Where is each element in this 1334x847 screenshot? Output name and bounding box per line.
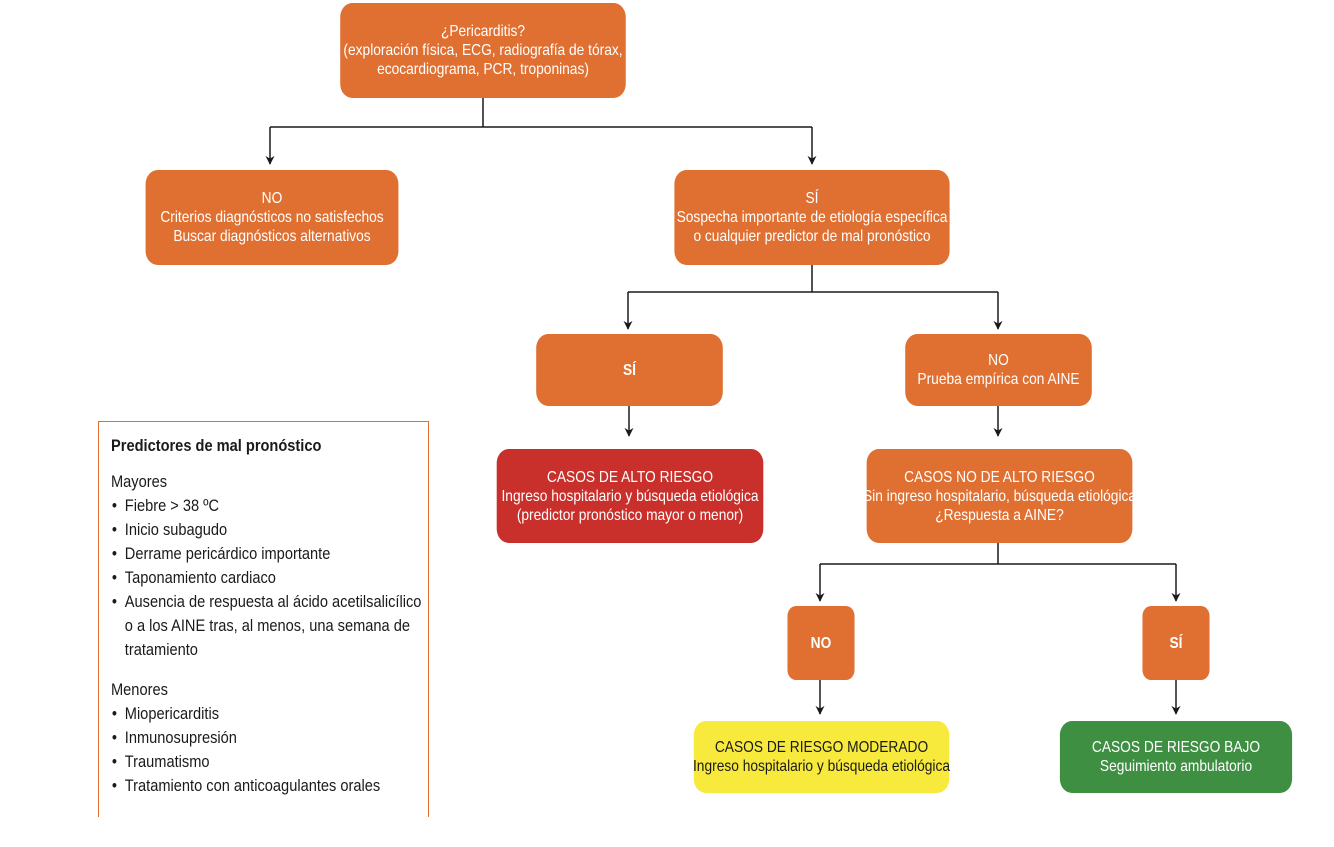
connector-respuesta [820, 543, 1176, 565]
node-text: ecocardiograma, PCR, troponinas) [377, 61, 589, 78]
node-text: CASOS NO DE ALTO RIESGO [904, 468, 1095, 486]
node-text: CASOS DE RIESGO MODERADO [714, 739, 929, 756]
node-text: CASOS DE ALTO RIESGO [546, 468, 714, 486]
node-si-respuesta: SÍ [1142, 606, 1210, 680]
node-text: SÍ [1169, 634, 1183, 652]
list-item: Inicio subagudo [111, 518, 428, 542]
node-text: Ingreso hospitalario y búsqueda etiológi… [692, 758, 951, 775]
node-text: Buscar diagnósticos alternativos [173, 228, 371, 245]
node-text: Sin ingreso hospitalario, búsqueda etiol… [862, 487, 1137, 505]
predictors-legend: Predictores de mal pronóstico Mayores Fi… [98, 421, 429, 817]
node-no-predictor: NO Prueba empírica con AINE [905, 334, 1092, 406]
node-no-respuesta: NO [787, 606, 855, 680]
node-text: Criterios diagnósticos no satisfechos [160, 209, 384, 226]
node-text: Sospecha importante de etiología específ… [676, 209, 948, 226]
list-item: Miopericarditis [111, 702, 428, 726]
connector-root [270, 98, 812, 128]
list-item: Taponamiento cardiaco [111, 566, 428, 590]
list-item: Ausencia de respuesta al ácido acetilsal… [111, 590, 428, 662]
node-text: Ingreso hospitalario y búsqueda etiológi… [501, 487, 759, 505]
node-text: NO [261, 190, 283, 207]
node-text: SÍ [805, 190, 819, 207]
node-si-predictor: SÍ [536, 334, 723, 406]
list-item: Fiebre > 38 ºC [111, 494, 428, 518]
legend-title: Predictores de mal pronóstico [111, 436, 322, 455]
node-riesgo-bajo: CASOS DE RIESGO BAJO Seguimiento ambulat… [1059, 721, 1293, 793]
legend-mayores-label: Mayores [111, 472, 168, 491]
list-item: Inmunosupresión [111, 726, 428, 750]
node-alto-riesgo: CASOS DE ALTO RIESGO Ingreso hospitalari… [496, 449, 764, 543]
node-text: NO [988, 352, 1009, 369]
list-item: Traumatismo [111, 750, 428, 774]
node-text: (predictor pronóstico mayor o menor) [516, 506, 744, 524]
legend-spacer [111, 662, 428, 678]
node-text: SÍ [622, 361, 637, 379]
legend-menores-list: Miopericarditis Inmunosupresión Traumati… [111, 702, 428, 798]
node-no-pericarditis: NO Criterios diagnósticos no satisfechos… [145, 170, 399, 265]
node-si-pericarditis: SÍ Sospecha importante de etiología espe… [674, 170, 950, 265]
list-item: Derrame pericárdico importante [111, 542, 428, 566]
list-item: Tratamiento con anticoagulantes orales [111, 774, 428, 798]
node-text: (exploración física, ECG, radiografía de… [343, 42, 623, 59]
node-text: ¿Pericarditis? [440, 23, 526, 40]
node-pericarditis-question: ¿Pericarditis? (exploración física, ECG,… [340, 3, 626, 98]
legend-menores-label: Menores [111, 680, 168, 699]
node-text: CASOS DE RIESGO BAJO [1091, 739, 1261, 756]
node-text: o cualquier predictor de mal pronóstico [693, 228, 931, 245]
node-text: Prueba empírica con AINE [917, 371, 1080, 388]
node-riesgo-moderado: CASOS DE RIESGO MODERADO Ingreso hospita… [692, 721, 951, 793]
node-text: Seguimiento ambulatorio [1099, 758, 1253, 775]
node-text: ¿Respuesta a AINE? [935, 506, 1064, 524]
node-text: NO [810, 634, 832, 652]
node-no-alto-riesgo: CASOS NO DE ALTO RIESGO Sin ingreso hosp… [863, 449, 1136, 543]
legend-mayores-list: Fiebre > 38 ºC Inicio subagudo Derrame p… [111, 494, 428, 662]
connector-si [628, 265, 998, 293]
